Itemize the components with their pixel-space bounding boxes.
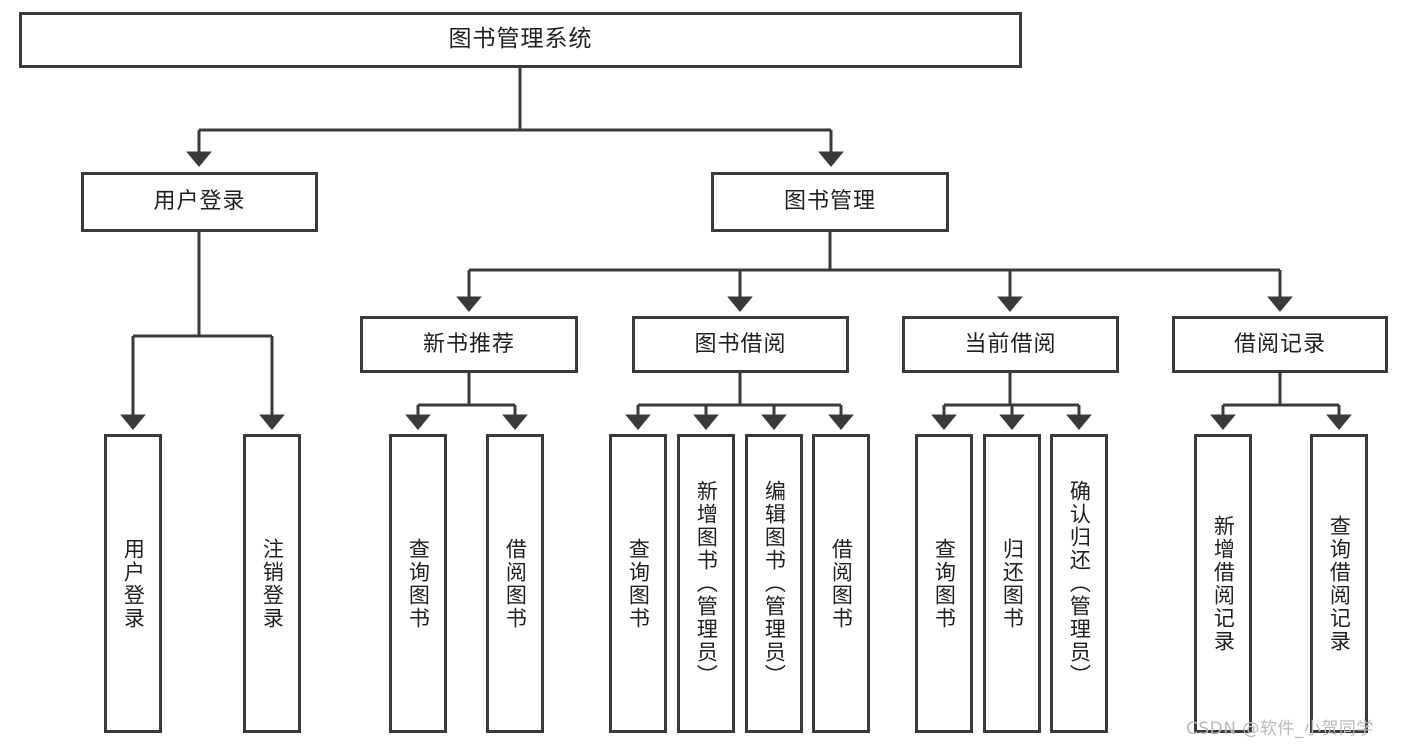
leaf-record-query-record[interactable]: 查询借阅记录 bbox=[1310, 434, 1368, 733]
node-label: 新书推荐 bbox=[422, 331, 515, 357]
node-label: 图书管理系统 bbox=[448, 26, 593, 53]
node-label: 确认归还（管理员） bbox=[1067, 480, 1092, 687]
node-label: 查询图书 bbox=[406, 537, 431, 630]
node-label: 图书管理 bbox=[783, 189, 876, 215]
node-new-book-recommend[interactable]: 新书推荐 bbox=[360, 316, 578, 373]
node-label: 用户登录 bbox=[121, 537, 146, 630]
node-book-management[interactable]: 图书管理 bbox=[711, 172, 949, 232]
node-label: 用户登录 bbox=[153, 189, 246, 215]
leaf-recommend-query-book[interactable]: 查询图书 bbox=[389, 434, 447, 733]
node-borrow-record[interactable]: 借阅记录 bbox=[1172, 316, 1388, 373]
leaf-current-query-book[interactable]: 查询图书 bbox=[915, 434, 973, 733]
node-label: 借阅记录 bbox=[1233, 331, 1326, 357]
node-label: 查询借阅记录 bbox=[1327, 514, 1352, 653]
node-label: 编辑图书（管理员） bbox=[762, 480, 787, 687]
node-label: 图书借阅 bbox=[694, 331, 787, 357]
node-label: 查询图书 bbox=[626, 537, 651, 630]
leaf-record-add-record[interactable]: 新增借阅记录 bbox=[1194, 434, 1252, 733]
node-book-borrow[interactable]: 图书借阅 bbox=[632, 316, 849, 373]
leaf-current-return-book[interactable]: 归还图书 bbox=[983, 434, 1041, 733]
leaf-user-login-signin[interactable]: 用户登录 bbox=[104, 434, 162, 733]
node-label: 当前借阅 bbox=[964, 331, 1057, 357]
node-label: 注销登录 bbox=[260, 537, 285, 630]
node-user-login[interactable]: 用户登录 bbox=[81, 172, 318, 232]
leaf-borrow-query-book[interactable]: 查询图书 bbox=[609, 434, 667, 733]
leaf-current-confirm-return-admin[interactable]: 确认归还（管理员） bbox=[1050, 434, 1108, 733]
leaf-borrow-edit-book-admin[interactable]: 编辑图书（管理员） bbox=[745, 434, 803, 733]
leaf-recommend-borrow-book[interactable]: 借阅图书 bbox=[486, 434, 544, 733]
leaf-borrow-borrow-book[interactable]: 借阅图书 bbox=[812, 434, 870, 733]
node-root-system[interactable]: 图书管理系统 bbox=[19, 12, 1022, 68]
leaf-user-login-signout[interactable]: 注销登录 bbox=[243, 434, 301, 733]
node-label: 借阅图书 bbox=[503, 537, 528, 630]
node-label: 查询图书 bbox=[932, 537, 957, 630]
leaf-borrow-add-book-admin[interactable]: 新增图书（管理员） bbox=[677, 434, 735, 733]
node-current-borrow[interactable]: 当前借阅 bbox=[902, 316, 1119, 373]
node-label: 新增图书（管理员） bbox=[694, 480, 719, 687]
node-label: 归还图书 bbox=[1000, 537, 1025, 630]
node-label: 借阅图书 bbox=[829, 537, 854, 630]
node-label: 新增借阅记录 bbox=[1211, 514, 1236, 653]
watermark: CSDN @软件_小贺同学 bbox=[1186, 719, 1374, 739]
